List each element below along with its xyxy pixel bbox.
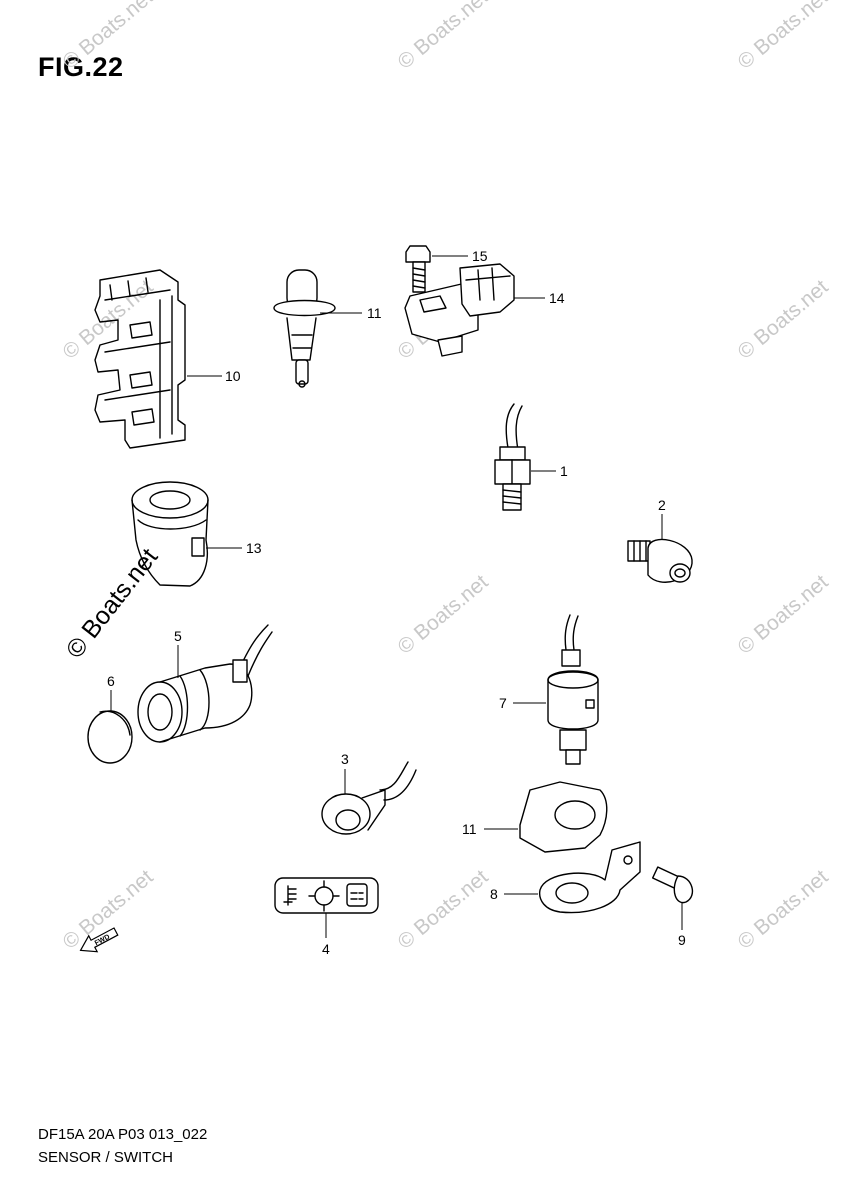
part-number-1: 1 bbox=[560, 463, 568, 479]
watermark: © Boats.net bbox=[393, 865, 492, 953]
part-number-7: 7 bbox=[499, 695, 507, 711]
part-number-4: 4 bbox=[322, 941, 330, 957]
part-11-gasket bbox=[519, 781, 608, 853]
part-number-13: 13 bbox=[246, 540, 262, 556]
part-number-10: 10 bbox=[225, 368, 241, 384]
part-14-map-sensor bbox=[404, 263, 515, 357]
diagram-description: SENSOR / SWITCH bbox=[38, 1149, 174, 1166]
part-number-8: 8 bbox=[490, 886, 498, 902]
part-number-3: 3 bbox=[341, 751, 349, 767]
part-5-switch-housing bbox=[137, 624, 273, 743]
part-2-knock-sensor bbox=[627, 538, 693, 583]
watermark: © Boats.net bbox=[733, 275, 832, 363]
watermark: © Boats.net bbox=[733, 0, 832, 74]
part-12-air-temp-sensor bbox=[273, 269, 336, 388]
part-3-grommet bbox=[321, 761, 417, 835]
part-15-bolt bbox=[405, 245, 431, 293]
watermark: © Boats.net bbox=[58, 0, 157, 74]
diagram-code: DF15A 20A P03 013_022 bbox=[38, 1126, 208, 1143]
part-number-15: 15 bbox=[472, 248, 488, 264]
fwd-label: FWD bbox=[94, 934, 111, 948]
watermark-large: © Boats.net bbox=[61, 543, 164, 664]
part-number-2: 2 bbox=[658, 497, 666, 513]
part-8-bracket bbox=[538, 841, 641, 914]
watermark: © Boats.net bbox=[58, 275, 157, 363]
watermark: © Boats.net bbox=[733, 570, 832, 658]
part-4-indicator-panel bbox=[274, 877, 379, 914]
watermark-layer: © Boats.net © Boats.net © Boats.net © Bo… bbox=[58, 0, 832, 954]
part-number-11: 11 bbox=[462, 821, 477, 837]
part-number-12: 11 bbox=[367, 305, 382, 321]
figure-title: FIG.22 bbox=[38, 52, 124, 82]
part-9-bolt bbox=[651, 866, 694, 904]
part-1-temperature-sensor bbox=[494, 403, 531, 511]
part-number-9: 9 bbox=[678, 932, 686, 948]
part-6-cap bbox=[87, 710, 133, 764]
part-number-6: 6 bbox=[107, 673, 115, 689]
part-number-14: 14 bbox=[549, 290, 565, 306]
part-number-5: 5 bbox=[174, 628, 182, 644]
part-7-oil-pressure-switch bbox=[547, 614, 599, 765]
watermark: © Boats.net bbox=[393, 570, 492, 658]
watermark: © Boats.net bbox=[733, 865, 832, 953]
watermark: © Boats.net bbox=[393, 0, 492, 74]
part-13-rubber-boot bbox=[131, 481, 209, 587]
part-10-connector-holder bbox=[94, 269, 186, 449]
